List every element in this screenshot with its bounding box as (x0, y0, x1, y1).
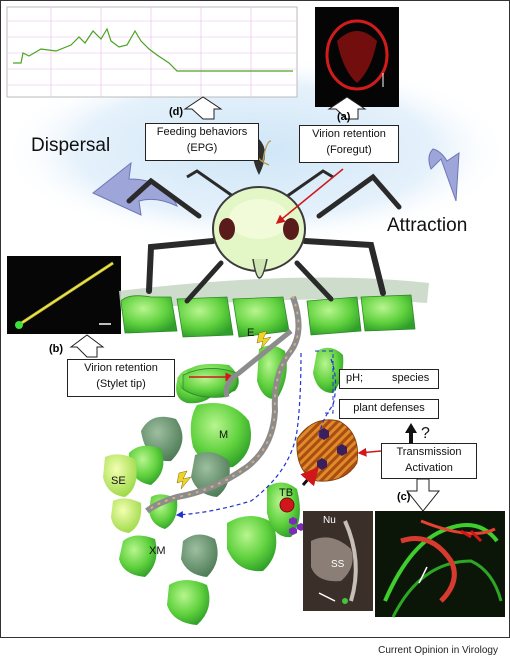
tag-a: (a) (337, 111, 351, 123)
epg-trace-panel (6, 6, 298, 98)
epg-label: (EPG) (186, 142, 218, 154)
ph-species-box: pH; species (339, 369, 439, 389)
tag-c: (c) (397, 491, 411, 503)
cell-label-M: M (219, 429, 229, 441)
stylet-line1: Virion retention (84, 362, 158, 374)
epidermis-layer (119, 277, 429, 338)
dispersal-arrow (92, 161, 178, 216)
lightning-icon (256, 330, 272, 350)
micro-label-SS: SS (331, 559, 345, 570)
diagram-svg (1, 6, 509, 625)
trans-line2: Activation (405, 462, 453, 474)
cell-label-SE: SE (111, 475, 126, 487)
tag-b: (b) (49, 343, 64, 355)
stylet-tip-box: Virion retention (Stylet tip) (67, 359, 175, 397)
down-arrow-c (405, 478, 441, 512)
lightning-icon (176, 470, 192, 490)
ph-label: pH; (346, 372, 364, 384)
foregut-line2: (Foregut) (326, 144, 372, 156)
plant-defenses-box: plant defenses (339, 399, 439, 419)
stylet-branch (223, 329, 293, 398)
probe-route (175, 352, 302, 519)
infected-cell (296, 419, 358, 482)
journal-credit: Current Opinion in Virology (378, 645, 498, 656)
attraction-label: Attraction (387, 215, 468, 236)
dispersal-label: Dispersal (31, 135, 111, 156)
feeding-behaviors-box: Feeding behaviors (EPG) (145, 123, 259, 161)
cell-label-XM: XM (149, 545, 166, 557)
ph-bracket (315, 350, 334, 414)
stylet-micrograph (7, 256, 121, 334)
tag-d: (d) (169, 106, 184, 118)
trans-pointer (357, 447, 382, 457)
foregut-line1: Virion retention (312, 128, 386, 140)
feeding-label: Feeding behaviors (156, 126, 248, 138)
up-arrow-b (69, 334, 105, 358)
saliva-route (318, 358, 337, 438)
species-label: species (392, 372, 430, 384)
tb-arrow (300, 466, 319, 487)
question-mark: ? (421, 425, 430, 442)
cell-label-E: E (247, 327, 255, 339)
trans-line1: Transmission (396, 446, 462, 458)
foregut-box: Virion retention (Foregut) (299, 125, 399, 163)
defenses-label: plant defenses (353, 402, 425, 414)
attraction-arrow (428, 148, 460, 202)
foregut-micrograph (315, 7, 399, 107)
transmission-activation-box: Transmission Activation (381, 443, 477, 479)
figure-frame: Feeding behaviors (EPG) Virion retention… (0, 0, 510, 638)
confocal-micrograph (375, 511, 505, 618)
foregut-pointer (275, 168, 344, 224)
nucleus-micrograph (303, 511, 373, 611)
stylet-dots (146, 296, 300, 512)
aphid (126, 139, 402, 304)
micro-label-Nu: Nu (323, 515, 336, 526)
stylet-line2: (Stylet tip) (96, 378, 146, 390)
up-arrow-a (327, 96, 367, 120)
up-arrow-d (183, 96, 223, 120)
cell-label-TB: TB (279, 487, 294, 499)
transmission-body (279, 497, 295, 513)
